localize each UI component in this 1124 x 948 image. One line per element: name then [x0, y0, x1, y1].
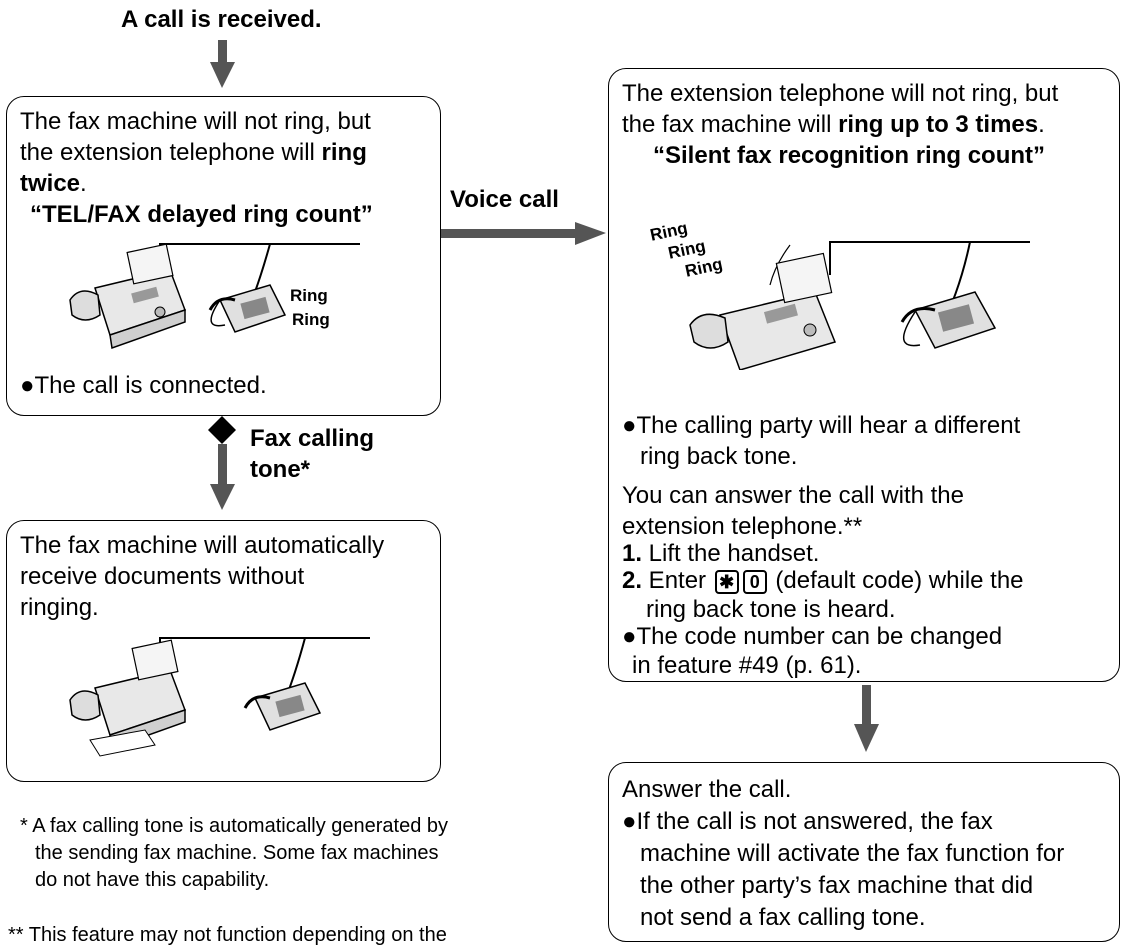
- extension-phone-icon: [208, 284, 287, 333]
- box3-bullet1-a: ●The calling party will hear a different: [622, 412, 1021, 439]
- box4-bullet-c: the other party’s fax machine that did: [640, 872, 1034, 899]
- answer-call-box: [608, 762, 1120, 942]
- answer-arrow-head: [854, 724, 879, 752]
- box1-line3: twice.: [20, 170, 87, 197]
- star-key-icon: ✱: [714, 569, 739, 594]
- box1-line1: The fax machine will not ring, but: [20, 108, 371, 135]
- step-2-cont: ring back tone is heard.: [646, 596, 896, 623]
- ring-text-1: Ring: [290, 286, 328, 305]
- box2-line3: ringing.: [20, 594, 99, 621]
- fax-calling-label-1: Fax calling: [250, 425, 375, 452]
- fax-arrow-shaft: [218, 444, 227, 488]
- box3-line1: The extension telephone will not ring, b…: [622, 80, 1059, 107]
- call-received-label: A call is received.: [121, 6, 322, 33]
- box3-line2: the fax machine will ring up to 3 times.: [622, 111, 1045, 138]
- top-arrow-shaft: [218, 40, 227, 68]
- extension-phone-icon-3: [900, 291, 997, 349]
- box4-bullet-d: not send a fax calling tone.: [640, 904, 926, 931]
- box2-line2: receive documents without: [20, 563, 305, 590]
- delayed-ring-box: [6, 96, 441, 416]
- box4-bullet-a: ●If the call is not answered, the fax: [622, 808, 993, 835]
- box3-bullet2-a: ●The code number can be changed: [622, 623, 1003, 650]
- fax-arrow-head: [210, 484, 235, 510]
- box3-answer-a: You can answer the call with the: [622, 482, 964, 509]
- tel-fax-delayed-ring-count: “TEL/FAX delayed ring count”: [30, 201, 373, 228]
- silent-fax-recognition-ring-count: “Silent fax recognition ring count”: [653, 142, 1046, 169]
- voice-arrow-shaft: [440, 229, 580, 238]
- fax-and-phone-illustration-1: [69, 243, 360, 350]
- fax-and-phone-illustration-2: [69, 637, 370, 757]
- silent-fax-box: [608, 68, 1120, 682]
- footnote-1c: do not have this capability.: [35, 869, 270, 891]
- box4-line1: Answer the call.: [622, 776, 792, 803]
- fax-machine-receiving-icon: [69, 639, 186, 757]
- box4-bullet-b: machine will activate the fax function f…: [640, 840, 1065, 867]
- step-1: 1. Lift the handset.: [622, 540, 820, 567]
- box2-line1: The fax machine will automatically: [20, 532, 385, 559]
- voice-call-label: Voice call: [450, 186, 559, 213]
- top-arrow-head: [210, 62, 235, 88]
- decision-diamond: [208, 416, 236, 444]
- footnote-1b: the sending fax machine. Some fax machin…: [35, 842, 439, 864]
- box1-line2: the extension telephone will ring: [20, 139, 367, 166]
- zero-key-icon: 0: [742, 569, 767, 594]
- footnote-2: ** This feature may not function dependi…: [8, 924, 447, 946]
- box3-bullet2-b: in feature #49 (p. 61).: [632, 652, 862, 679]
- footnote-1a: * A fax calling tone is automatically ge…: [20, 815, 449, 837]
- voice-arrow-head: [575, 222, 606, 245]
- fax-and-phone-illustration-3: [689, 241, 1030, 370]
- box3-bullet1-b: ring back tone.: [640, 443, 798, 470]
- box1-bullet-connected: ●The call is connected.: [20, 372, 267, 399]
- fax-machine-icon: [69, 243, 186, 350]
- ring-text-2: Ring: [292, 310, 330, 329]
- answer-arrow-shaft: [862, 685, 871, 730]
- step-2: 2. Enter ✱0 (default code) while the: [622, 567, 1024, 594]
- box3-answer-b: extension telephone.**: [622, 513, 863, 540]
- fax-machine-ringing-icon: [689, 252, 837, 370]
- fax-calling-label-2: tone*: [250, 456, 310, 483]
- extension-phone-icon-2: [243, 682, 322, 731]
- auto-receive-box: [6, 520, 441, 782]
